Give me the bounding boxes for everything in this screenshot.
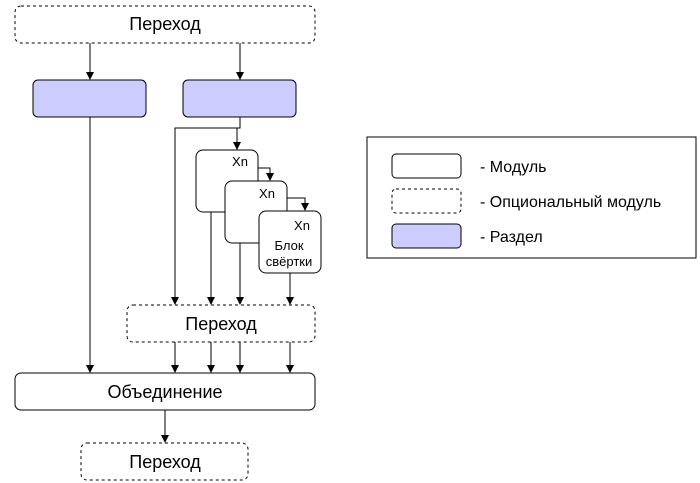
bottom-transition-label: Переход bbox=[129, 452, 201, 472]
legend-optional-label: - Опциональный модуль bbox=[480, 194, 661, 211]
arrow-module1-to-module2 bbox=[258, 167, 274, 181]
arrow-right-section-branch bbox=[171, 117, 241, 305]
bottom-transition-box bbox=[80, 442, 249, 481]
legend-module-label: - Модуль bbox=[480, 159, 546, 176]
concat-label: Объединение bbox=[107, 382, 222, 402]
legend-optional-swatch bbox=[391, 188, 462, 214]
mid-transition-box bbox=[126, 304, 316, 343]
legend-module-swatch bbox=[391, 153, 462, 179]
repeat-label-1: Xn bbox=[232, 154, 248, 169]
arrow-module2-to-module3 bbox=[287, 197, 309, 211]
top-transition-box bbox=[14, 5, 316, 44]
left-section-box bbox=[32, 79, 147, 118]
repeat-label-2: Xn bbox=[259, 186, 275, 201]
conv-block-label-line1: Блок bbox=[274, 238, 303, 253]
repeat-label-3: Xn bbox=[294, 218, 310, 233]
right-section-box bbox=[182, 79, 297, 118]
mid-transition-label: Переход bbox=[185, 314, 257, 334]
legend-section-label: - Раздел bbox=[480, 229, 543, 246]
legend: - Модуль - Опциональный модуль - Раздел bbox=[366, 136, 697, 259]
conv-block-label-line2: свёртки bbox=[266, 254, 312, 269]
top-transition-label: Переход bbox=[129, 14, 201, 34]
legend-section-swatch bbox=[391, 223, 462, 249]
